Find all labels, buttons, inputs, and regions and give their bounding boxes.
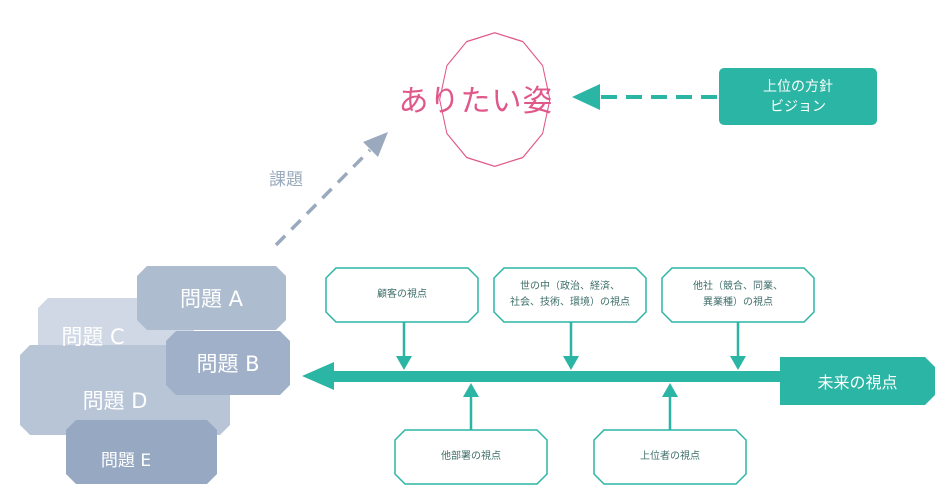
- goal-dodecagon: [439, 32, 551, 167]
- problem-box-b: [166, 331, 290, 395]
- policy-label: 上位の方針 ビジョン: [719, 68, 877, 125]
- arrow-other-dept-head: [463, 383, 479, 397]
- arrow-competitor-head: [730, 356, 746, 370]
- problem-box-e: [66, 420, 217, 484]
- viewpoint-label-customer: 顧客の視点: [326, 268, 478, 322]
- policy-arrow-head: [572, 84, 600, 110]
- viewpoint-box-other-dept: [394, 429, 548, 485]
- viewpoint-label-superior: 上位者の視点: [594, 430, 746, 484]
- viewpoint-society-line2: 社会、技術、環境）の視点: [510, 297, 630, 308]
- viewpoint-label-competitor: 他社（競合、同業、 異業種）の視点: [662, 268, 814, 322]
- viewpoint-box-customer: [325, 267, 479, 323]
- timeline-bar: [330, 371, 780, 382]
- policy-line1: 上位の方針: [763, 78, 833, 95]
- problem-label-c: 問題 C: [61, 325, 125, 349]
- arrow-customer-head: [396, 356, 412, 370]
- future-label: 未来の視点: [817, 373, 898, 392]
- issue-arrow: [274, 148, 372, 247]
- policy-box: [719, 68, 877, 125]
- viewpoint-superior-line1: 上位者の視点: [640, 451, 700, 462]
- viewpoint-box-superior: [593, 429, 747, 485]
- viewpoint-box-competitor: [661, 267, 815, 323]
- problem-box-a: [137, 266, 286, 330]
- policy-line2: ビジョン: [770, 98, 826, 115]
- arrow-society-head: [563, 356, 579, 370]
- viewpoint-label-other-dept: 他部署の視点: [395, 430, 547, 484]
- problem-label-b: 問題 B: [196, 352, 260, 376]
- viewpoint-other-dept-line1: 他部署の視点: [441, 451, 501, 462]
- viewpoint-label-society: 世の中（政治、経済、 社会、技術、環境）の視点: [494, 268, 646, 322]
- problem-label-e: 問題 E: [100, 450, 152, 471]
- issue-label: 課題: [269, 169, 303, 190]
- viewpoint-competitor-line1: 他社（競合、同業、: [693, 281, 783, 292]
- viewpoint-customer-line1: 顧客の視点: [377, 289, 427, 300]
- issue-arrow-head: [363, 132, 388, 157]
- viewpoint-society-line1: 世の中（政治、経済、: [520, 281, 620, 292]
- arrow-superior-head: [662, 383, 678, 397]
- viewpoint-box-society: [493, 267, 647, 323]
- goal-label: ありたい姿: [398, 84, 554, 119]
- future-box: [780, 357, 935, 405]
- problem-label-d: 問題 D: [82, 389, 148, 413]
- timeline-arrow-head: [302, 362, 334, 390]
- problem-label-a: 問題 A: [179, 287, 244, 311]
- viewpoint-competitor-line2: 異業種）の視点: [703, 297, 773, 308]
